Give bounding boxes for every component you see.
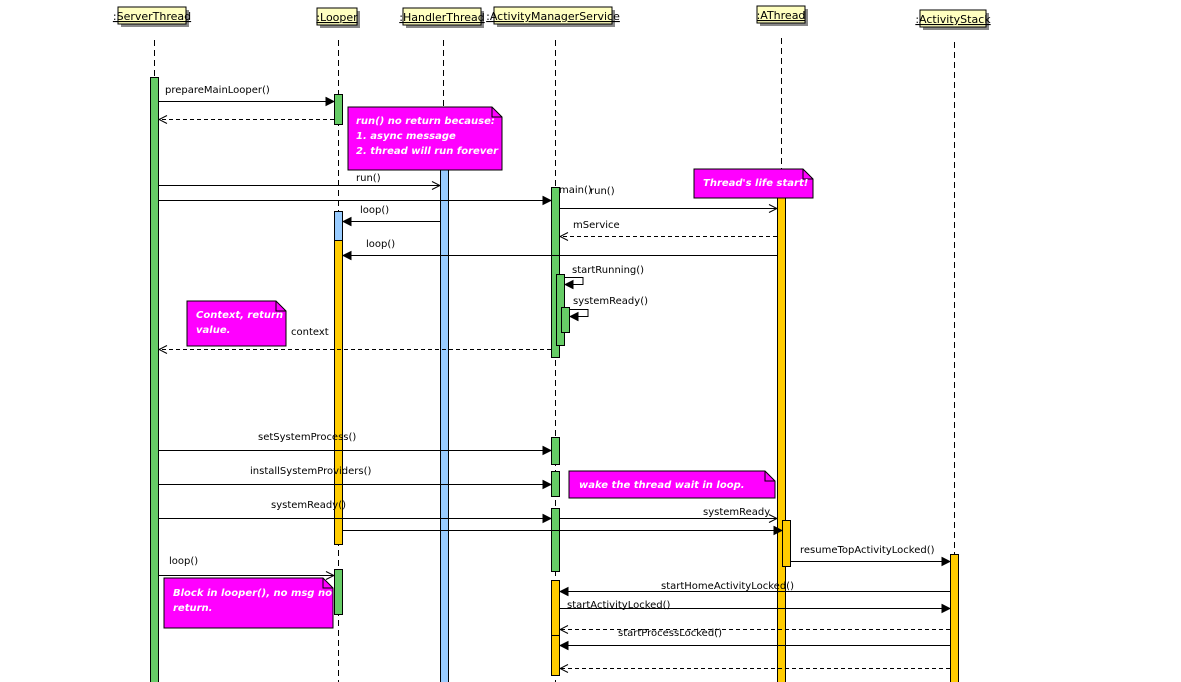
label-system-ready-self: systemReady()	[573, 296, 648, 307]
lifeline-server-head: :ServerThread	[113, 6, 191, 27]
label-start-process-locked: startProcessLocked()	[618, 628, 722, 639]
note-block-in-looper-line-1: Block in looper(), no msg no	[173, 588, 332, 599]
message-start-running	[565, 277, 584, 285]
label-context: context	[291, 327, 329, 338]
note-wake-thread-line-1: wake the thread wait in loop.	[579, 480, 745, 491]
label-system-ready: systemReady()	[271, 500, 346, 511]
note-context-return: Context, return value.	[186, 300, 287, 347]
activation-looper-1	[334, 94, 343, 125]
label-start-running: startRunning()	[572, 265, 644, 276]
message-system-ready-self	[570, 309, 589, 317]
label-loop-2: loop()	[366, 239, 395, 250]
lifeline-stack-label: :ActivityStack	[915, 13, 991, 26]
label-set-system-process: setSystemProcess()	[258, 432, 356, 443]
label-run-handler: run()	[356, 173, 381, 184]
label-prepare-main-looper: prepareMainLooper()	[165, 85, 270, 96]
label-resume-top-activity: resumeTopActivityLocked()	[800, 545, 935, 556]
lifeline-stack-head: :ActivityStack	[915, 9, 991, 30]
activation-stack	[950, 554, 959, 682]
message-labels: prepareMainLooper() run() main() run() l…	[165, 85, 935, 639]
activation-looper-2	[334, 211, 343, 242]
lifeline-athread-head: :AThread	[756, 5, 808, 26]
note-wake-thread: wake the thread wait in loop.	[568, 470, 776, 499]
note-run-no-return-line-1: run() no return because:	[356, 116, 495, 127]
label-loop-3: loop()	[169, 556, 198, 567]
lifeline-server-label: :ServerThread	[113, 10, 191, 23]
label-main: main()	[559, 185, 592, 196]
activation-athread	[777, 197, 786, 682]
activation-ams-main	[551, 187, 560, 358]
label-system-ready-athread: systemReady	[703, 507, 770, 518]
note-run-no-return-line-2: 1. async message	[356, 131, 456, 142]
lifeline-handler-label: :HandlerThread	[399, 11, 484, 24]
note-thread-life-start: Thread's life start!	[693, 168, 814, 199]
lifeline-headers: :ServerThread :Looper :HandlerThread :Ac…	[113, 5, 991, 30]
label-mservice: mService	[573, 220, 620, 231]
lifeline-ams-head: :ActivityManagerService	[486, 6, 620, 27]
label-run-athread: run()	[590, 186, 615, 197]
note-block-in-looper-line-2: return.	[173, 603, 212, 614]
note-run-no-return: run() no return because: 1. async messag…	[347, 106, 503, 171]
label-loop-1: loop()	[360, 205, 389, 216]
lifeline-handler-head: :HandlerThread	[399, 7, 485, 28]
label-start-home-activity: startHomeActivityLocked()	[661, 581, 794, 592]
activation-ams-system-ready-2	[551, 508, 560, 572]
activation-ams-process	[551, 635, 560, 676]
lifeline-looper-label: :Looper	[316, 11, 358, 24]
activation-ams-install-providers	[551, 471, 560, 497]
activation-looper-3	[334, 240, 343, 545]
note-block-in-looper: Block in looper(), no msg no return.	[163, 577, 334, 629]
lifeline-athread-label: :AThread	[757, 9, 806, 22]
activation-looper-4	[334, 569, 343, 615]
note-run-no-return-line-3: 2. thread will run forever	[356, 146, 499, 157]
activation-handler	[440, 168, 449, 682]
lifeline-looper-head: :Looper	[316, 7, 360, 28]
label-install-providers: installSystemProviders()	[250, 466, 372, 477]
activation-ams-set-system-process	[551, 437, 560, 465]
label-start-activity-locked: startActivityLocked()	[567, 600, 671, 611]
activation-athread-2	[782, 520, 791, 567]
note-context-return-line-2: value.	[196, 325, 230, 336]
lifeline-ams-label: :ActivityManagerService	[486, 10, 620, 23]
activation-ams-system-ready	[561, 307, 570, 333]
activation-ams-home	[551, 580, 560, 636]
message-arrows	[158, 102, 950, 669]
activation-server	[150, 77, 159, 682]
note-context-return-line-1: Context, return	[196, 310, 283, 321]
note-thread-life-start-line-1: Thread's life start!	[703, 178, 808, 189]
notes: run() no return because: 1. async messag…	[163, 106, 814, 629]
